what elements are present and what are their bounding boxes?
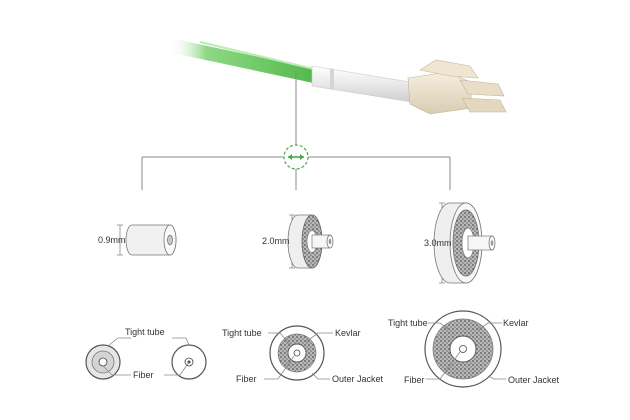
fiber-label: Fiber [236,374,257,384]
tight-tube-label: Tight tube [222,328,262,338]
cross-section-medium: Tight tube Kevlar Fiber Outer Jacket [222,325,384,384]
kevlar-label: Kevlar [503,318,529,328]
tube-size-label: 2.0mm [262,236,290,246]
connector-plug-upper [459,79,505,97]
connector-boot [311,65,413,103]
fiber-label: Fiber [404,375,425,385]
outer-jacket-label: Outer Jacket [332,374,384,384]
double-arrow-icon [283,144,309,170]
lc-connector-cable [168,38,507,115]
connector-housing [407,71,473,115]
outer-jacket-label: Outer Jacket [508,375,560,385]
tight-tube-label: Tight tube [388,318,428,328]
connector-boot-ring [330,68,334,90]
connector-plug-lower [461,97,507,113]
tube-size-label: 0.9mm [98,235,126,245]
kevlar-label: Kevlar [335,328,361,338]
cross-section-small: Tight tube Fiber [85,327,207,380]
fiber-label: Fiber [133,370,154,380]
tube-3-0mm: 3.0mm [424,202,496,284]
cross-section-large: Tight tube Kevlar Fiber Outer Jacket [388,310,560,388]
tube-2-0mm: 2.0mm [262,214,334,269]
tube-0-9mm: 0.9mm [98,224,177,256]
connector-latch [419,59,479,79]
cable-body [168,38,320,84]
cable-highlight [199,41,319,71]
tight-tube-label: Tight tube [125,327,165,337]
tube-size-label: 3.0mm [424,238,452,248]
